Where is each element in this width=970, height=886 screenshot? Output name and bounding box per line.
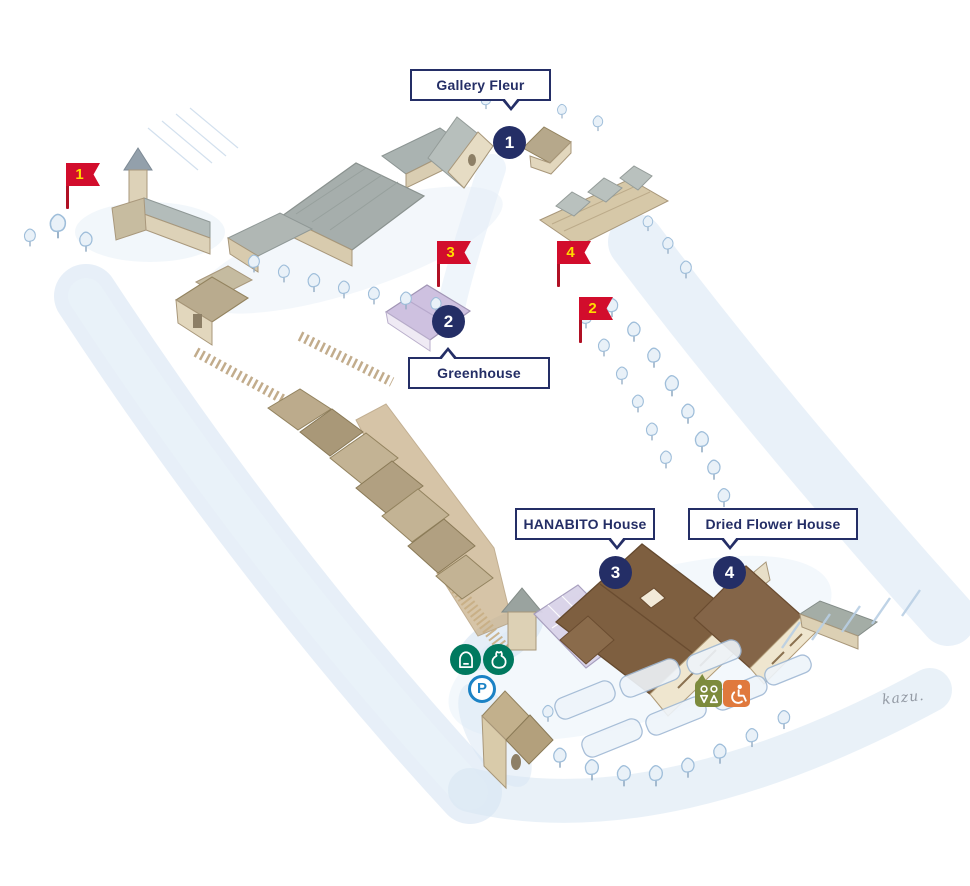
flag-2-pole bbox=[579, 299, 582, 343]
flag-4-number: 4 bbox=[566, 244, 575, 261]
flag-1-number: 1 bbox=[75, 166, 84, 183]
marker-4-number: 4 bbox=[724, 562, 735, 582]
flag-4-banner bbox=[557, 241, 591, 264]
flag-2-banner bbox=[579, 297, 613, 320]
marker-2-number: 2 bbox=[443, 311, 454, 331]
flag-1-banner bbox=[66, 163, 100, 186]
flag-1-pole bbox=[66, 165, 69, 209]
flag-3-banner bbox=[437, 241, 471, 264]
marker-1[interactable]: 1 bbox=[493, 126, 526, 159]
parking-letter: P bbox=[476, 680, 487, 697]
label-dried-flower-house[interactable]: Dried Flower House bbox=[688, 508, 858, 550]
flag-1: 1 bbox=[66, 163, 100, 209]
label-gallery-fleur[interactable]: Gallery Fleur bbox=[410, 69, 551, 111]
label-greenhouse[interactable]: Greenhouse bbox=[408, 347, 550, 389]
flag-4: 4 bbox=[557, 241, 591, 287]
flag-4-pole bbox=[557, 243, 560, 287]
hut-icon bbox=[450, 644, 481, 675]
flag-3-pole bbox=[437, 243, 440, 287]
label-greenhouse-text: Greenhouse bbox=[437, 365, 521, 381]
label-dried-flower-house-text: Dried Flower House bbox=[705, 516, 841, 532]
marker-1-number: 1 bbox=[504, 132, 515, 152]
label-gallery-fleur-text: Gallery Fleur bbox=[436, 77, 525, 93]
marker-2[interactable]: 2 bbox=[432, 305, 465, 338]
parking-icon: P bbox=[468, 675, 496, 703]
marker-3[interactable]: 3 bbox=[599, 556, 632, 589]
restroom-icon bbox=[695, 680, 722, 707]
marker-3-number: 3 bbox=[610, 562, 621, 582]
gourd-icon bbox=[483, 644, 514, 675]
marker-4[interactable]: 4 bbox=[713, 556, 746, 589]
flag-3-number: 3 bbox=[446, 244, 455, 261]
flag-3: 3 bbox=[437, 241, 471, 287]
flag-2: 2 bbox=[579, 297, 613, 343]
label-hanabito-house-text: HANABITO House bbox=[523, 516, 647, 532]
flag-2-number: 2 bbox=[588, 300, 597, 317]
wheelchair-icon bbox=[723, 680, 750, 707]
label-hanabito-house[interactable]: HANABITO House bbox=[515, 508, 655, 550]
